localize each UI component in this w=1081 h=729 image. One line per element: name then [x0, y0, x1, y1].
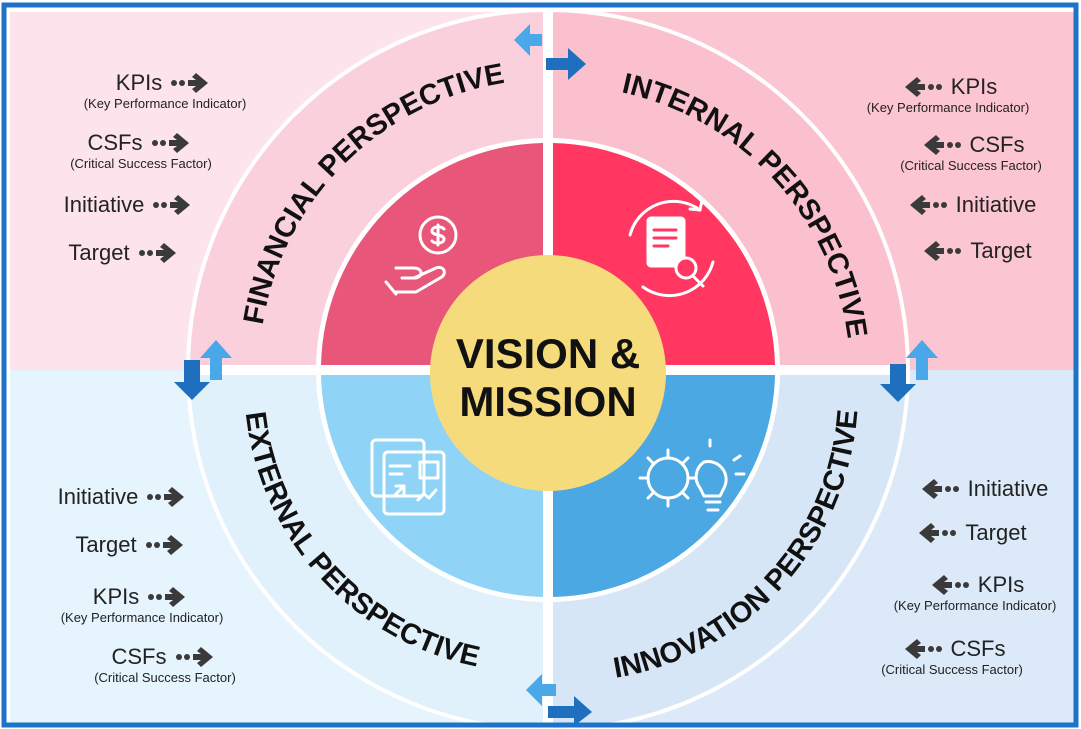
innovation-item-csfs: CSFs(Critical Success Factor): [852, 636, 1052, 678]
external-item-kpis: KPIs(Key Performance Indicator): [34, 584, 250, 626]
financial-item-kpis: KPIs(Key Performance Indicator): [50, 70, 280, 112]
bottom-arrow-right-icon: [548, 696, 592, 726]
external-item-label: Target: [75, 532, 137, 557]
right-arrow-up-icon: [906, 340, 938, 380]
external-item-label: CSFs: [111, 644, 167, 669]
innovation-item-kpis: KPIs(Key Performance Indicator): [870, 572, 1080, 614]
internal-item-sublabel: (Key Performance Indicator): [866, 100, 1030, 115]
innovation-item-initiative: Initiative: [892, 476, 1072, 502]
internal-item-target: Target: [890, 238, 1060, 264]
external-item-sublabel: (Critical Success Factor): [94, 670, 236, 685]
money-hand-icon: [384, 215, 458, 296]
internal-item-csfs: CSFs(Critical Success Factor): [876, 132, 1066, 174]
document-search-icon: [628, 198, 715, 298]
dotted-arrow-left-icon: [904, 77, 942, 97]
innovation-item-sublabel: (Key Performance Indicator): [893, 598, 1057, 613]
external-item-label: Initiative: [57, 484, 139, 509]
financial-item-sublabel: (Critical Success Factor): [70, 156, 212, 171]
external-item-sublabel: (Key Performance Indicator): [60, 610, 224, 625]
internal-item-label: KPIs: [950, 74, 998, 99]
dotted-arrow-left-icon: [924, 241, 962, 261]
internal-item-kpis: KPIs(Key Performance Indicator): [840, 74, 1056, 116]
dotted-arrow-right-icon: [145, 535, 183, 555]
internal-item-label: CSFs: [969, 132, 1025, 157]
left-arrow-down-icon: [174, 360, 210, 400]
financial-item-sublabel: (Key Performance Indicator): [83, 96, 247, 111]
external-item-label: KPIs: [92, 584, 140, 609]
dotted-arrow-right-icon: [153, 195, 191, 215]
right-arrow-down-icon: [880, 364, 916, 402]
innovation-item-label: KPIs: [977, 572, 1025, 597]
innovation-item-label: CSFs: [950, 636, 1006, 661]
external-item-initiative: Initiative: [34, 484, 214, 510]
center-title-line1: VISION &: [456, 330, 640, 377]
internal-item-initiative: Initiative: [880, 192, 1060, 218]
financial-item-csfs: CSFs(Critical Success Factor): [36, 130, 246, 172]
innovation-item-target: Target: [880, 520, 1060, 546]
right-connector-arrows: [880, 340, 938, 402]
innovation-item-label: Target: [965, 520, 1027, 545]
bottom-arrow-left-icon: [526, 674, 556, 706]
internal-item-label: Initiative: [955, 192, 1037, 217]
dotted-arrow-right-icon: [171, 73, 209, 93]
dotted-arrow-left-icon: [904, 639, 942, 659]
dotted-arrow-right-icon: [147, 487, 185, 507]
financial-item-label: CSFs: [87, 130, 143, 155]
bottom-connector-arrows: [526, 674, 592, 726]
innovation-item-sublabel: (Critical Success Factor): [881, 662, 1023, 677]
financial-item-initiative: Initiative: [40, 192, 220, 218]
financial-item-label: Target: [68, 240, 130, 265]
center-circle: [430, 255, 666, 491]
dotted-arrow-left-icon: [909, 195, 947, 215]
left-arrow-up-icon: [200, 340, 232, 380]
center-title-line2: MISSION: [459, 378, 636, 425]
financial-item-label: Initiative: [63, 192, 145, 217]
gear-lightbulb-icon: [638, 438, 746, 512]
analytics-dashboard-icon: [370, 438, 446, 516]
dotted-arrow-right-icon: [148, 587, 186, 607]
dotted-arrow-right-icon: [175, 647, 213, 667]
financial-item-label: KPIs: [115, 70, 163, 95]
dotted-arrow-left-icon: [923, 135, 961, 155]
internal-item-sublabel: (Critical Success Factor): [900, 158, 1042, 173]
innovation-item-label: Initiative: [967, 476, 1049, 501]
internal-item-label: Target: [970, 238, 1032, 263]
top-connector-arrows: [514, 24, 586, 80]
external-item-csfs: CSFs(Critical Success Factor): [60, 644, 270, 686]
dotted-arrow-right-icon: [151, 133, 189, 153]
financial-item-target: Target: [40, 240, 210, 266]
dotted-arrow-left-icon: [931, 575, 969, 595]
top-arrow-left-icon: [514, 24, 542, 56]
left-connector-arrows: [174, 340, 232, 400]
dotted-arrow-left-icon: [921, 479, 959, 499]
dotted-arrow-left-icon: [919, 523, 957, 543]
external-item-target: Target: [42, 532, 222, 558]
top-arrow-right-icon: [546, 48, 586, 80]
dotted-arrow-right-icon: [138, 243, 176, 263]
